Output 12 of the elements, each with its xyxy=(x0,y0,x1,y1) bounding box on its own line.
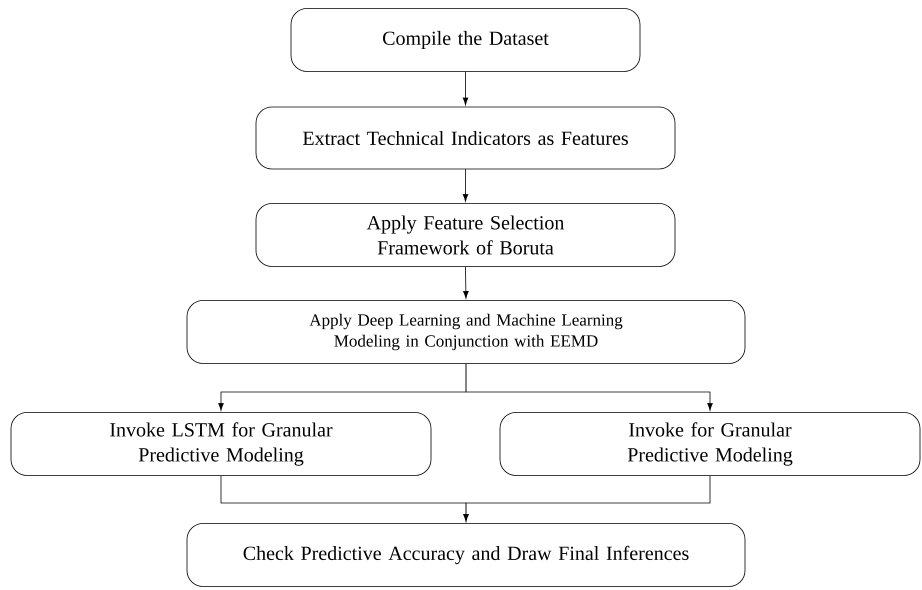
process-box: Invoke for Granular Predictive Modeling xyxy=(500,412,920,476)
arrow xyxy=(462,169,468,202)
process-box: Extract Technical Indicators as Features xyxy=(256,106,676,170)
process-box: Invoke LSTM for Granular Predictive Modeling xyxy=(10,412,432,476)
arrow xyxy=(462,72,468,106)
arrow xyxy=(463,266,469,299)
arrow xyxy=(463,476,710,522)
process-box: Apply Deep Learning and Machine Learning Modeling in Conjunction with EEMD xyxy=(186,300,746,364)
process-box: Compile the Dataset xyxy=(290,8,640,72)
arrow xyxy=(466,364,713,411)
process-box: Check Predictive Accuracy and Draw Final Inferences xyxy=(186,523,746,587)
process-box: Apply Feature Selection Framework of Boruta xyxy=(256,203,676,267)
